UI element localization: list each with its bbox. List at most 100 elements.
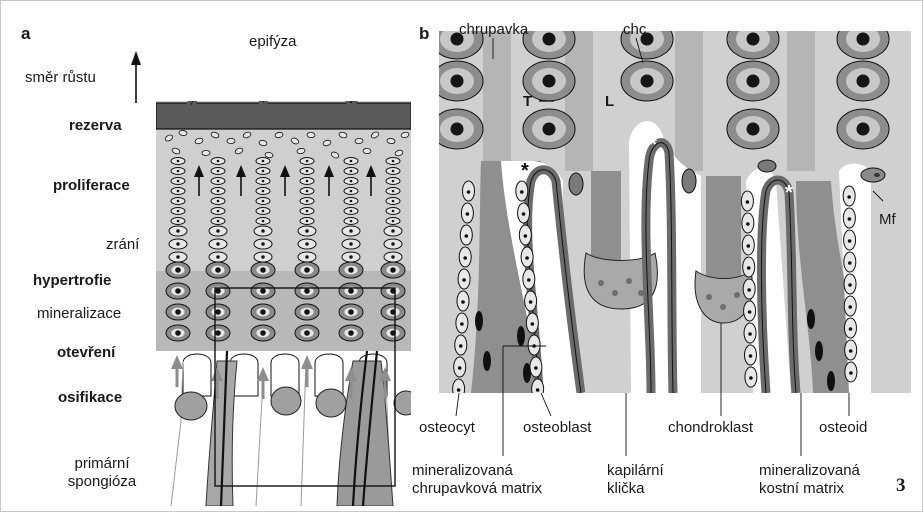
osteocyte-label: osteocyt: [419, 419, 475, 437]
marrow-cell-2: [682, 169, 696, 193]
osteoblast-nucleus: [847, 195, 851, 199]
chondrocyte-nucleus: [306, 200, 309, 203]
osteoblast-nucleus: [749, 376, 753, 380]
chondrocyte-nucleus: [392, 170, 395, 173]
osteoblast-nucleus: [749, 354, 753, 358]
chondrocyte-nucleus: [215, 288, 221, 294]
chondrocyte-nucleus: [350, 190, 353, 193]
chondroclast-a1: [175, 392, 207, 420]
chondrocyte-nucleus: [348, 309, 354, 315]
osteoblast-nucleus: [848, 283, 852, 287]
chondrocyte-nucleus: [306, 160, 309, 163]
chondrocyte-nucleus: [176, 242, 180, 246]
mineralized-cartilage-spicule-3: [706, 176, 741, 284]
osteoblast-nucleus: [746, 222, 750, 226]
chondrocyte-nucleus: [177, 220, 180, 223]
figure-number: 3: [896, 477, 906, 495]
reserve-chondrocyte: [355, 138, 363, 144]
osteoblast-nucleus: [748, 310, 752, 314]
chondrocyte-nucleus: [306, 190, 309, 193]
chondrocyte-nucleus: [543, 33, 556, 46]
osteoblast-nucleus: [848, 239, 852, 243]
osteoblast-nucleus: [746, 200, 750, 204]
chondrocyte-nucleus: [262, 210, 265, 213]
primary-spongiosa-label-line2: spongióza: [57, 473, 147, 491]
chondrocyte-nucleus: [857, 75, 870, 88]
chondrocyte-nucleus: [216, 229, 220, 233]
chondrocyte-nucleus: [348, 267, 354, 273]
osteoblast-nucleus: [461, 300, 465, 304]
osteoblast-nucleus: [534, 366, 538, 370]
osteoblast-nucleus: [527, 278, 531, 282]
chondrocyte-nucleus: [543, 123, 556, 136]
chondrocyte-nucleus: [350, 210, 353, 213]
mineralized-cartilage-spicule-2: [591, 171, 621, 269]
chondrocyte-nucleus: [261, 229, 265, 233]
growth-direction-label: směr růstu: [25, 69, 96, 87]
chondrocyte-nucleus: [176, 229, 180, 233]
chondrocyte-nucleus: [217, 200, 220, 203]
septum: [787, 31, 815, 171]
chondrocyte-nucleus: [391, 242, 395, 246]
chondrocyte-nucleus: [175, 309, 181, 315]
mineralized-cartilage-matrix-label-line2: chrupavková matrix: [412, 480, 542, 498]
Mf-label: Mf: [879, 211, 896, 229]
chondrocyte-nucleus: [175, 267, 181, 273]
osteoblast-nucleus: [462, 278, 466, 282]
chondrocyte-nucleus: [857, 33, 870, 46]
chondrocyte-nucleus: [350, 220, 353, 223]
chondrocyte-nucleus: [215, 330, 221, 336]
primary-spongiosa-label-line1: primární: [67, 455, 137, 473]
capillary-loop-label-line2: klička: [607, 480, 645, 498]
macrophage-nucleus: [874, 173, 880, 177]
osteoblast-nucleus: [746, 244, 750, 248]
chondroclast-a3: [316, 389, 346, 417]
osteocyte: [523, 363, 531, 383]
chondrocyte-nucleus: [641, 75, 654, 88]
osteocyte: [807, 309, 815, 329]
osteoblast-nucleus: [458, 366, 462, 370]
chondrocyte-nucleus: [392, 200, 395, 203]
chondrocyte-nucleus: [217, 190, 220, 193]
panel-b-letter: b: [419, 25, 429, 43]
chondrocyte-nucleus: [216, 242, 220, 246]
chondrocyte-nucleus: [391, 229, 395, 233]
chondroclast-a2: [271, 387, 301, 415]
chondrocyte-nucleus: [306, 180, 309, 183]
chondrocyte-nucleus: [177, 200, 180, 203]
panel-a-growth-plate: [131, 51, 418, 511]
chondroclast-a4: [394, 391, 418, 415]
chondrocyte-nucleus: [262, 220, 265, 223]
reserve-chondrocyte: [179, 130, 188, 136]
zone-hypertrophy: hypertrofie: [33, 272, 111, 290]
chondrocyte-nucleus: [350, 160, 353, 163]
zone-reserve: rezerva: [69, 117, 122, 135]
chondrocyte-nucleus: [177, 180, 180, 183]
chondrocyte-nucleus: [217, 170, 220, 173]
L-label: L: [605, 93, 614, 111]
osteoblast-nucleus: [531, 322, 535, 326]
osteoblast-nucleus: [525, 256, 529, 260]
chondrocyte-nucleus: [349, 229, 353, 233]
osteoid-label: osteoid: [819, 419, 867, 437]
chondrocyte-nucleus: [392, 180, 395, 183]
chondrocyte-nucleus: [350, 170, 353, 173]
chondrocyte-nucleus: [176, 255, 180, 259]
panel-a-letter: a: [21, 25, 30, 43]
chondrocyte-nucleus: [392, 210, 395, 213]
osteoblast-nucleus: [522, 212, 526, 216]
septum: [483, 31, 511, 171]
chondrocyte-nucleus: [747, 33, 760, 46]
chondrocyte-nucleus: [747, 123, 760, 136]
chondrocyte-nucleus: [349, 255, 353, 259]
chondrocyte-nucleus: [217, 220, 220, 223]
reserve-chondrocyte: [227, 138, 235, 143]
osteoblast-nucleus: [747, 288, 751, 292]
mineralized-bone-matrix-label-line2: kostní matrix: [759, 480, 844, 498]
chondrocyte-nucleus: [262, 190, 265, 193]
chondrocyte-nucleus: [305, 242, 309, 246]
osteocyte: [475, 311, 483, 331]
chc-label: chc: [623, 21, 646, 39]
chondrocyte-nucleus: [260, 267, 266, 273]
septum: [675, 31, 703, 171]
